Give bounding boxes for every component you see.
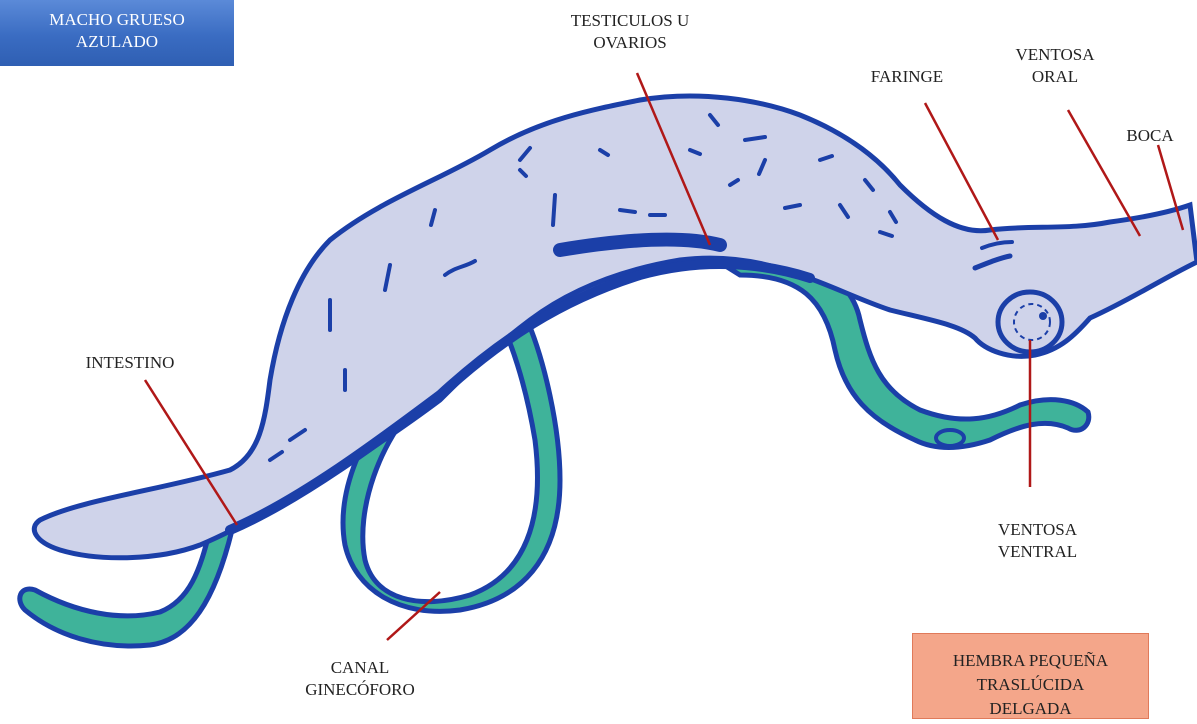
canal-label: CANAL GINECÓFORO (290, 657, 430, 701)
faringe-label: FARINGE (852, 66, 962, 88)
testes-label: TESTICULOS U OVARIOS (545, 10, 715, 54)
male-worm (34, 96, 1197, 558)
intestino-label: INTESTINO (60, 352, 200, 374)
ventosa-oral-label: VENTOSA ORAL (1000, 44, 1110, 88)
female-label-box: HEMBRA PEQUEÑA TRASLÚCIDA DELGADA (912, 633, 1149, 719)
ventosa-ventral-label: VENTOSA VENTRAL (975, 519, 1100, 563)
boca-label: BOCA (1110, 125, 1190, 147)
male-label-box: MACHO GRUESO AZULADO (0, 0, 234, 66)
